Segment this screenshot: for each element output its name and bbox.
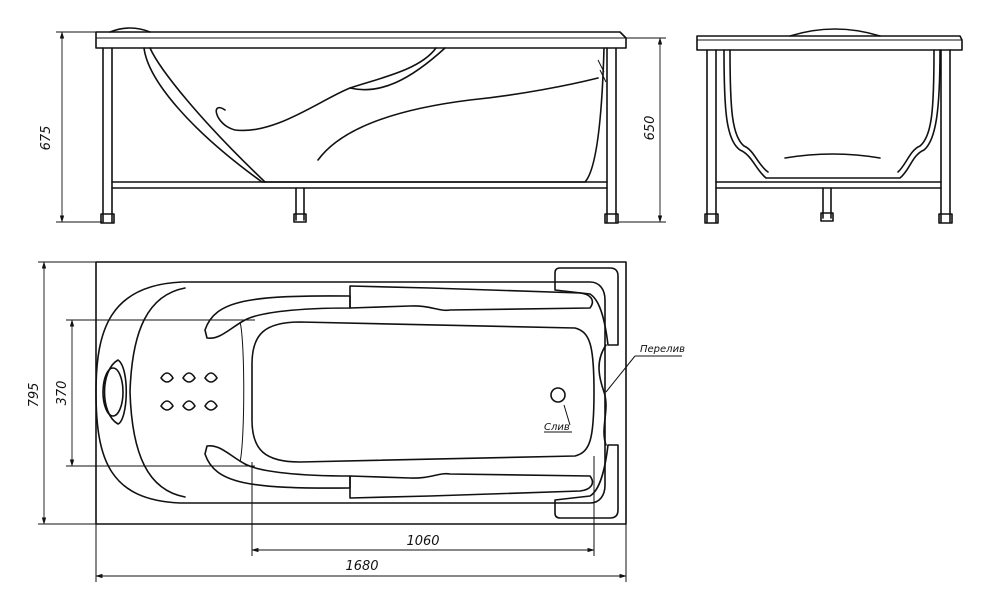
overflow-label: Перелив [640, 344, 685, 355]
dim-1680: 1680 [345, 559, 378, 574]
plan-view: Слив Перелив 795 370 1060 1680 [27, 261, 685, 582]
massage-jets [160, 372, 218, 411]
dim-1060: 1060 [406, 534, 439, 549]
dim-370: 370 [55, 381, 70, 406]
dim-795: 795 [27, 383, 42, 408]
dim-675: 675 [39, 126, 54, 151]
drain-label: Слив [544, 422, 570, 433]
side-view: 675 650 [39, 27, 666, 224]
end-view [696, 28, 963, 224]
dim-650: 650 [643, 116, 658, 141]
